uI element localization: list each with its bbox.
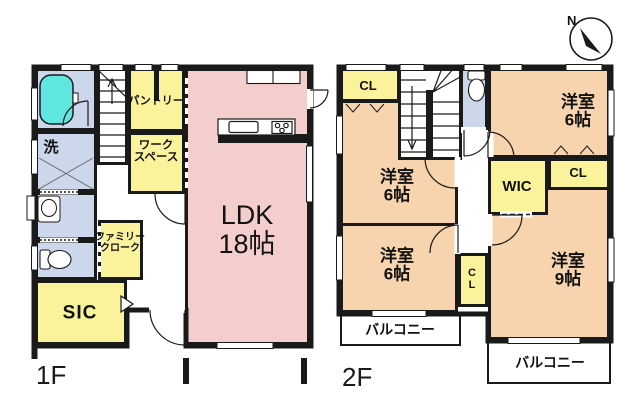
floor1-plan: 洗 パントリー ワーク スペース LDK 18帖 ファミリー クローク SIC: [26, 64, 329, 384]
entrance-opening: [149, 307, 185, 313]
bedroom-right-label: 洋室 9帖: [551, 251, 585, 289]
sic-label: SIC: [62, 302, 98, 324]
floor1-tag: 1F: [36, 360, 67, 390]
stairs-1f: [97, 68, 128, 165]
balcony-left-label: バルコニー: [365, 321, 435, 338]
room-washroom: [35, 192, 97, 240]
ldk-label: LDK 18帖: [218, 199, 276, 259]
room-toilet-2f: [460, 68, 488, 130]
laundry-label: 洗: [43, 138, 59, 156]
floor2-tag: 2F: [342, 362, 373, 392]
closet-center-label: C L: [468, 267, 476, 291]
wic-label: WIC: [502, 177, 532, 195]
room-bathroom: [35, 68, 97, 131]
porch-post: [183, 358, 189, 384]
bedroom-mid-left-label: 洋室 6帖: [380, 167, 414, 205]
floor2-plan: CL 洋室 6帖 洋室 6帖 洋室 6帖 洋室 9帖 WIC CL C L バル…: [336, 64, 615, 384]
room-toilet-1f: [35, 240, 97, 280]
stairs-2f: [398, 68, 462, 160]
pantry-label: パントリー: [128, 95, 184, 108]
bedroom-bottom-left-label: 洋室 6帖: [380, 246, 414, 284]
family-closet-label: ファミリー クローク: [95, 232, 145, 254]
compass-north-label: N: [567, 13, 577, 28]
bedroom-top-right-label: 洋室 6帖: [561, 92, 595, 130]
workspace-label: ワーク スペース: [133, 139, 179, 164]
closet-top-left-label: CL: [359, 77, 377, 93]
balcony-right-label: バルコニー: [515, 354, 585, 371]
porch-post: [301, 358, 307, 384]
closet-right-label: CL: [569, 164, 587, 180]
